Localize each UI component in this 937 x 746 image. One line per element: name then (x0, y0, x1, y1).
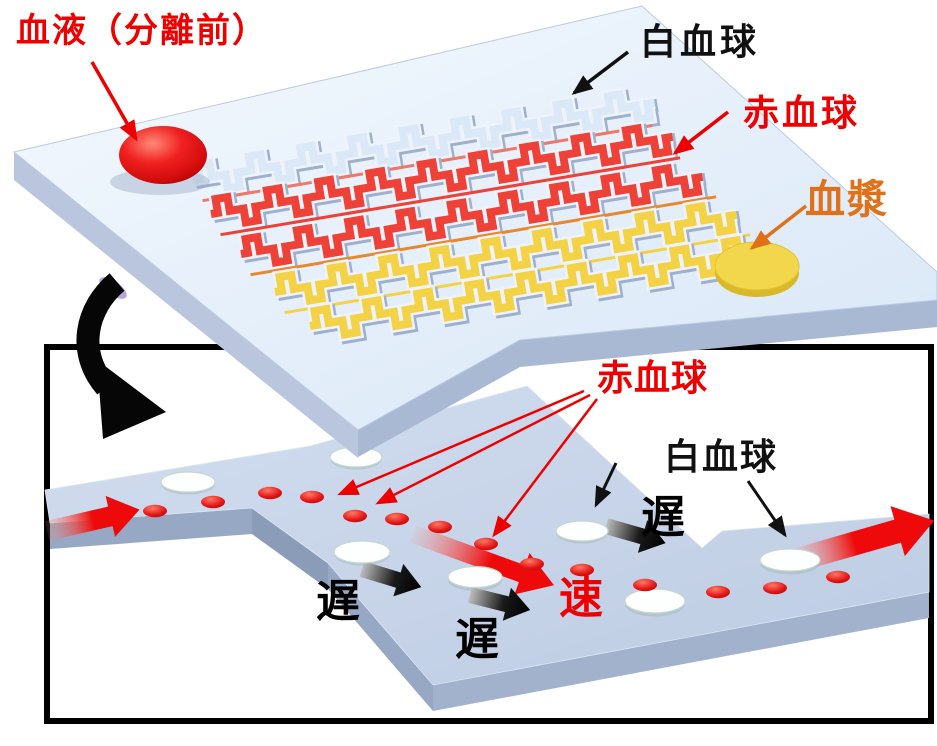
wbc-pointer-arrow (571, 50, 630, 95)
red-blood-cell (633, 578, 657, 592)
slab-side-face (433, 592, 929, 711)
chip-side-face (358, 300, 937, 457)
label-fast: 速 (559, 574, 605, 623)
red-blood-cell (474, 537, 498, 551)
red-blood-cell (570, 563, 594, 577)
white-blood-cell (160, 471, 216, 493)
label-rbc-top: 赤血球 (743, 92, 861, 133)
red-blood-cells (143, 486, 850, 599)
outlet-flow-arrow (786, 506, 935, 574)
label-slow-3: 遅 (641, 493, 687, 542)
microfluidic-chip (12, 5, 937, 458)
label-rbc-inset: 赤血球 (597, 357, 709, 398)
label-blood-before-separation: 血液（分離前） (16, 12, 268, 50)
slab-side-face (252, 508, 328, 589)
white-blood-cell (624, 588, 686, 614)
white-blood-cells (160, 446, 821, 617)
red-blood-cell (201, 495, 225, 509)
white-blood-cell (333, 540, 391, 564)
serpentine-channel-rbc (208, 120, 681, 237)
white-blood-cell (555, 520, 609, 542)
red-blood-cell (143, 504, 167, 518)
label-slow-2: 遅 (455, 615, 501, 664)
plasma-pointer-arrow (749, 204, 808, 250)
zoom-link-arrow (76, 273, 166, 439)
fast-flow-arrow (409, 525, 554, 595)
rbc-pointer-arrows (337, 389, 598, 538)
red-blood-cell (763, 581, 787, 595)
wbc-pointer-arrows (594, 462, 787, 538)
white-blood-cell (447, 565, 503, 589)
label-wbc-inset: 白血球 (664, 436, 779, 477)
plasma-outlet-well (714, 241, 800, 297)
label-wbc-top: 白血球 (640, 21, 761, 62)
red-blood-cell (343, 509, 367, 523)
channel-slab-top (44, 385, 930, 686)
blood-pointer-arrow (90, 61, 138, 142)
label-plasma: 血漿 (805, 178, 889, 222)
serpentine-channel-rbc (238, 160, 717, 277)
serpentine-channel-wbc (190, 86, 661, 203)
slow-flow-arrow (359, 561, 422, 597)
channel-slab-sides (50, 508, 929, 711)
red-blood-cell (520, 557, 544, 571)
rbc-pointer-arrow (672, 110, 730, 155)
red-blood-cell (826, 570, 850, 584)
slab-side-face (50, 508, 252, 549)
slow-flow-arrow (468, 587, 531, 621)
inlet-flow-arrow (44, 495, 140, 541)
red-blood-cell (428, 520, 452, 534)
chip-side-face (14, 152, 358, 458)
label-slow-1: 遅 (316, 577, 362, 626)
red-blood-cell (258, 486, 282, 500)
red-blood-cell (300, 490, 324, 504)
red-blood-cell (706, 585, 730, 599)
white-blood-cell (759, 548, 821, 572)
top-pointer-arrows (90, 50, 808, 250)
blood-droplet (110, 126, 210, 195)
red-blood-cell (385, 512, 409, 526)
zoom-inset-panel (44, 344, 935, 724)
slab-side-face (328, 563, 433, 711)
serpentine-channel-plasma (307, 232, 778, 345)
slow-flow-arrow (603, 518, 666, 553)
